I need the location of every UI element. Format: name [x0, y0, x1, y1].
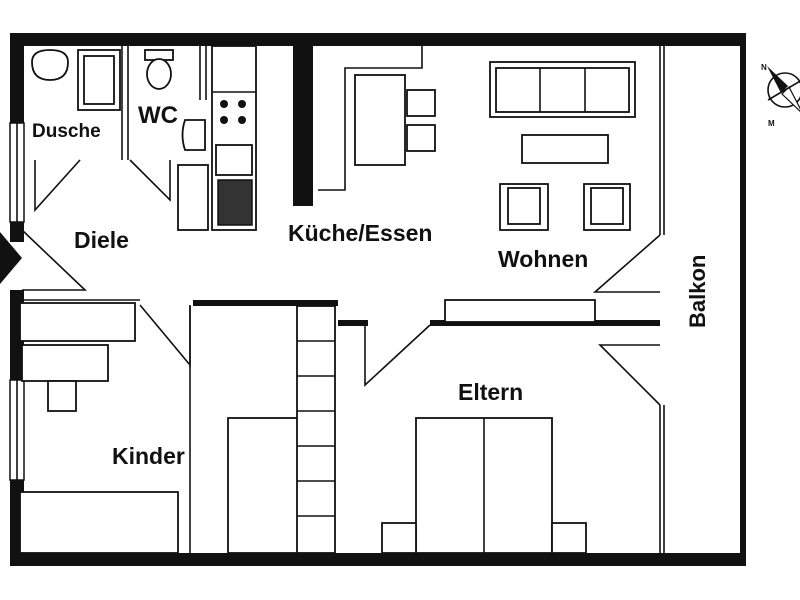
room-label-balkon: Balkon — [685, 255, 710, 328]
room-label-wc: WC — [138, 102, 178, 129]
shower-fixtures — [31, 49, 121, 111]
windows — [9, 122, 25, 481]
room-label-dusche: Dusche — [32, 121, 101, 142]
room-label-eltern: Eltern — [458, 379, 523, 405]
door-swings — [21, 159, 661, 406]
room-label-wohnen: Wohnen — [498, 246, 588, 272]
compass-south-letter: M — [768, 119, 775, 128]
compass-north-letter: N — [761, 63, 767, 72]
room-label-kinder: Kinder — [112, 443, 185, 469]
room-label-kueche-essen: Küche/Essen — [288, 220, 432, 246]
kitchen-unit — [177, 45, 257, 231]
dining-set — [318, 46, 436, 191]
bedroom-furniture — [381, 417, 587, 554]
room-label-diele: Diele — [74, 227, 129, 253]
exterior-walls — [10, 33, 746, 566]
child-room-furniture — [19, 302, 336, 554]
living-furniture — [444, 61, 636, 323]
interior-walls — [20, 46, 660, 553]
wc-fixtures — [144, 49, 206, 151]
compass-rose-icon: N M — [761, 63, 800, 128]
entrance-arrow — [0, 232, 22, 284]
